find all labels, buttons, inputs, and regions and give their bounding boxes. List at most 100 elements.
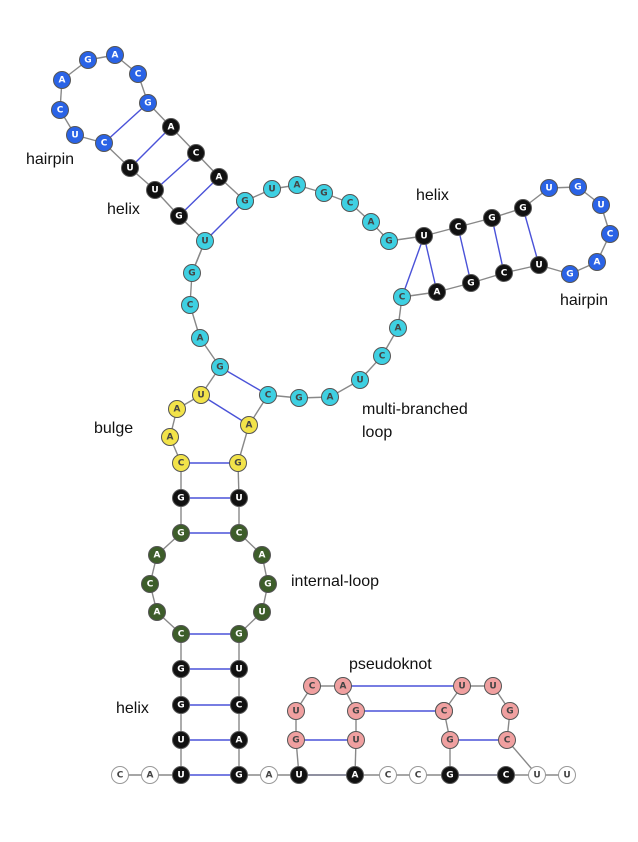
nucleotide-ml: A	[321, 388, 339, 406]
nucleotide-pk: G	[287, 731, 305, 749]
nucleotide-circle	[172, 489, 190, 507]
nucleotide-letter: G	[175, 212, 182, 222]
nucleotide-circle	[196, 232, 214, 250]
nucleotide-circle	[192, 386, 210, 404]
nucleotide-circle	[315, 184, 333, 202]
nucleotide-letter: C	[117, 771, 124, 781]
nucleotide-circle	[230, 625, 248, 643]
nucleotide-letter: U	[563, 771, 570, 781]
nucleotide-letter: G	[506, 707, 513, 717]
nucleotide-h1: A	[53, 71, 71, 89]
nucleotide-helix-bottom-right: C	[230, 696, 248, 714]
nucleotide-letter: U	[235, 494, 242, 504]
nucleotide-ml: U	[263, 180, 281, 198]
nucleotide-circle	[253, 603, 271, 621]
nucleotide-circle	[66, 126, 84, 144]
nucleotide-letter: A	[594, 258, 601, 268]
nucleotide-s1-right: C	[187, 144, 205, 162]
label-hairpin-right: hairpin	[560, 292, 608, 309]
nucleotide-circle	[240, 416, 258, 434]
nucleotide-circle	[79, 51, 97, 69]
nucleotide-circle	[139, 94, 157, 112]
nucleotide-letter: A	[395, 324, 402, 334]
nucleotide-letter: C	[57, 106, 64, 116]
nucleotide-helix-mid: G	[172, 489, 190, 507]
nucleotide-tail: U	[558, 766, 576, 784]
nucleotide-letter: G	[292, 736, 299, 746]
nucleotide-s2-bottom: A	[428, 283, 446, 301]
nucleotide-letter: U	[356, 376, 363, 386]
nucleotide-circle	[172, 766, 190, 784]
nucleotide-h2: G	[569, 178, 587, 196]
nucleotide-circle	[462, 274, 480, 292]
nucleotide-letter: C	[147, 580, 154, 590]
nucleotide-circle	[592, 196, 610, 214]
nucleotide-s2-top: U	[415, 227, 433, 245]
nucleotide-letter: U	[420, 232, 427, 242]
nucleotide-letter: C	[441, 707, 448, 717]
nucleotide-letter: C	[385, 771, 392, 781]
nucleotide-circle	[172, 524, 190, 542]
nucleotide-circle	[601, 225, 619, 243]
nucleotide-circle	[334, 677, 352, 695]
nucleotide-s1-right: A	[162, 118, 180, 136]
nucleotide-bulge: G	[229, 454, 247, 472]
nucleotide-letter: G	[188, 269, 195, 279]
nucleotide-letter: G	[177, 494, 184, 504]
nucleotide-circle	[191, 329, 209, 347]
nucleotide-letter: C	[501, 269, 508, 279]
nucleotide-letter: C	[399, 293, 406, 303]
nucleotide-circle	[230, 731, 248, 749]
nucleotide-circle	[263, 180, 281, 198]
label-helix-top-left: helix	[107, 201, 140, 218]
nucleotide-h1: G	[139, 94, 157, 112]
nucleotide-letter: A	[266, 771, 273, 781]
nucleotide-letter: G	[241, 197, 248, 207]
nucleotide-internal-right: G	[230, 625, 248, 643]
base-pair-bond	[457, 226, 472, 284]
nucleotide-circle	[558, 766, 576, 784]
base-pair-bond	[423, 235, 438, 293]
nucleotide-letter: G	[216, 363, 223, 373]
nucleotide-pk: U	[484, 677, 502, 695]
nucleotide-circle	[373, 347, 391, 365]
nucleotide-letter: G	[566, 270, 573, 280]
nucleotide-circle	[211, 358, 229, 376]
nucleotide-circle	[161, 428, 179, 446]
nucleotide-helix-bottom-right: A	[230, 731, 248, 749]
nucleotide-h1: C	[95, 134, 113, 152]
nucleotide-letter: C	[504, 736, 511, 746]
nucleotide-circle	[148, 603, 166, 621]
nucleotide-letter: C	[455, 223, 462, 233]
nucleotide-letter: A	[340, 682, 347, 692]
nucleotide-ml: U	[351, 371, 369, 389]
nucleotide-internal-left: A	[148, 603, 166, 621]
nucleotide-circle	[236, 192, 254, 210]
nucleotide-bulge: C	[172, 454, 190, 472]
nucleotide-s1-left: U	[121, 159, 139, 177]
nucleotide-circle	[141, 575, 159, 593]
nucleotide-pk: U	[453, 677, 471, 695]
backbone	[59, 54, 611, 776]
nucleotide-circle	[290, 389, 308, 407]
nucleotide-letter: C	[135, 70, 142, 80]
nucleotide-letter: U	[597, 201, 604, 211]
nucleotide-circle	[168, 400, 186, 418]
nucleotide-h2: A	[588, 253, 606, 271]
nucleotide-letter: G	[177, 665, 184, 675]
nucleotide-circle	[380, 232, 398, 250]
nucleotide-helix-bottom-left: U	[172, 731, 190, 749]
nucleotide-circle	[121, 159, 139, 177]
nucleotide-letter: U	[258, 608, 265, 618]
nucleotide-letter: C	[265, 391, 272, 401]
label-helix-bottom: helix	[116, 700, 149, 717]
nucleotide-circle	[393, 288, 411, 306]
nucleotide-circle	[528, 766, 546, 784]
nucleotide-letter: G	[84, 56, 91, 66]
nucleotide-circle	[111, 766, 129, 784]
nucleotide-circle	[290, 766, 308, 784]
nucleotide-helix-bottom-left: U	[172, 766, 190, 784]
nucleotide-circle	[483, 209, 501, 227]
nucleotide-circle	[172, 625, 190, 643]
